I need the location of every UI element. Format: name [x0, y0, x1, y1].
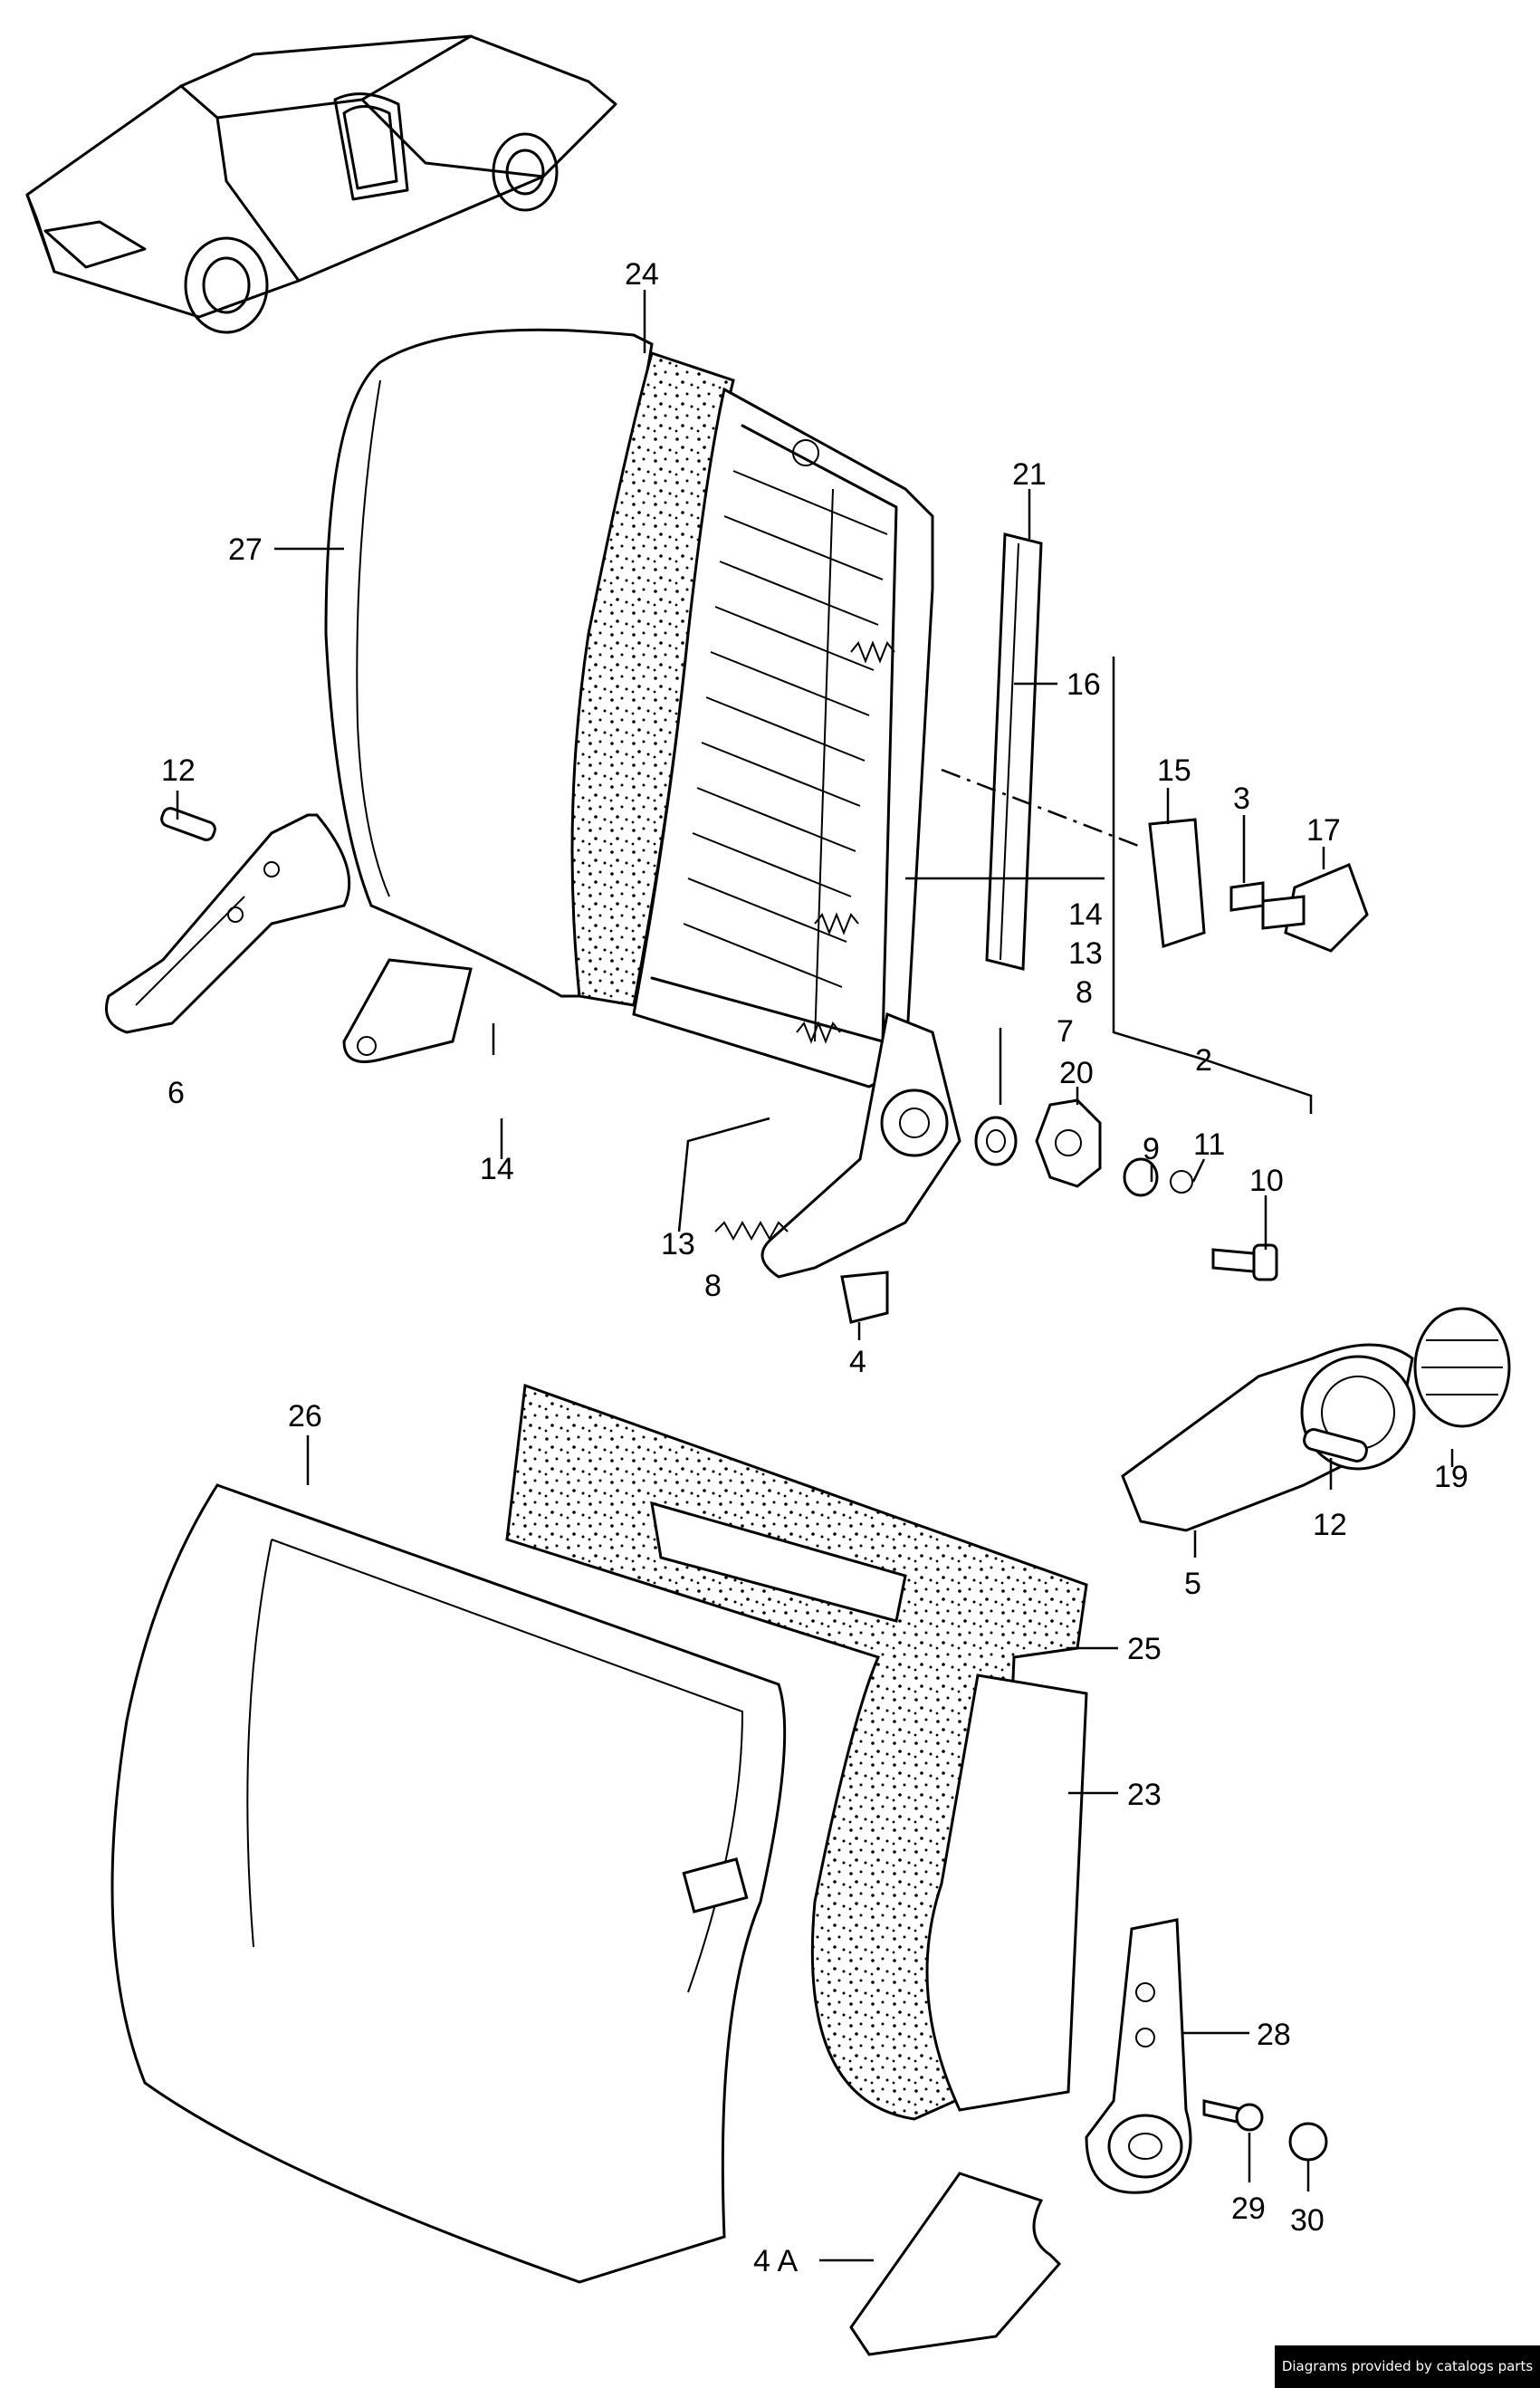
callout-13-right: 13 — [1068, 936, 1103, 971]
backrest-assembly — [324, 328, 934, 1089]
callout-13-left: 13 — [661, 1227, 695, 1261]
callout-30: 30 — [1290, 2203, 1325, 2238]
lower-backrest-parts — [110, 1383, 1088, 2284]
lower-hinge-parts — [849, 1918, 1328, 2356]
callout-27: 27 — [228, 532, 263, 567]
callout-4: 4 — [849, 1345, 866, 1379]
callout-23: 23 — [1127, 1778, 1162, 1812]
callout-14-right: 14 — [1068, 897, 1103, 932]
callout-25: 25 — [1127, 1632, 1162, 1666]
left-hinge-parts — [105, 807, 473, 1063]
car-thumbnail — [25, 34, 617, 334]
callout-17: 17 — [1306, 813, 1341, 848]
callout-8-right: 8 — [1076, 975, 1093, 1010]
guide-rail-part — [985, 532, 1043, 971]
callout-labels: 24 21 27 16 12 15 3 17 14 13 8 6 7 2 20 … — [161, 257, 1468, 2278]
callout-3: 3 — [1233, 782, 1250, 816]
callout-4a: 4 A — [753, 2244, 798, 2278]
callout-14-left: 14 — [480, 1152, 514, 1186]
callout-11: 11 — [1193, 1127, 1225, 1162]
footer-credit: Diagrams provided by catalogs parts — [1275, 2345, 1540, 2388]
callout-6: 6 — [167, 1076, 185, 1110]
callout-16: 16 — [1067, 667, 1101, 702]
callout-8-left: 8 — [704, 1269, 722, 1303]
leader-lines — [176, 290, 1454, 2262]
callout-20: 20 — [1059, 1056, 1094, 1090]
callout-21: 21 — [1012, 457, 1047, 492]
callout-12-left: 12 — [161, 753, 196, 788]
callout-7: 7 — [1057, 1014, 1074, 1049]
callout-10: 10 — [1249, 1164, 1284, 1198]
knob-parts — [1121, 1307, 1511, 1532]
callout-19: 19 — [1434, 1460, 1468, 1494]
callout-9: 9 — [1143, 1132, 1160, 1166]
release-lever-parts — [1148, 818, 1369, 953]
callout-24: 24 — [625, 257, 659, 292]
callout-12-right: 12 — [1313, 1508, 1347, 1542]
callout-28: 28 — [1257, 2018, 1291, 2052]
callout-29: 29 — [1231, 2191, 1266, 2226]
callout-15: 15 — [1157, 753, 1191, 788]
right-hinge-parts — [714, 1012, 1278, 1324]
callout-5: 5 — [1184, 1567, 1201, 1601]
callout-26: 26 — [288, 1399, 322, 1434]
callout-2: 2 — [1195, 1043, 1212, 1078]
